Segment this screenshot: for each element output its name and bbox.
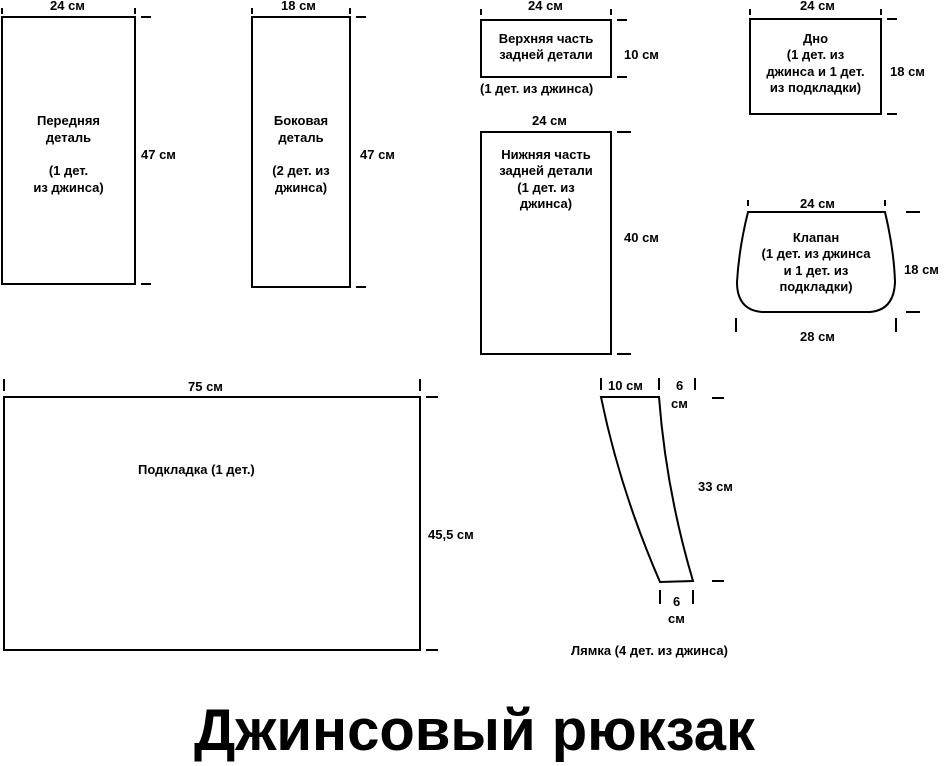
side-piece-outline xyxy=(251,16,351,288)
front-height-label: 47 см xyxy=(141,147,176,162)
strap-top-width2-number: 6 xyxy=(676,378,684,393)
bottom-width-label: 24 см xyxy=(800,0,835,13)
back-top-piece-outline xyxy=(480,19,612,78)
front-note-line2: из джинса) xyxy=(33,180,104,195)
strap-bottom-width-number: 6 xyxy=(673,594,681,609)
back-bottom-note-line2: джинса) xyxy=(519,196,573,211)
front-width-label: 24 см xyxy=(50,0,85,13)
front-note-line1: (1 дет. xyxy=(48,163,89,178)
flap-piece-outline xyxy=(735,211,897,313)
lining-piece-outline xyxy=(3,396,421,651)
side-height-label: 47 см xyxy=(360,147,395,162)
front-name-line1: Передняя xyxy=(36,113,101,128)
back-bottom-note-line1: (1 дет. из xyxy=(517,180,575,195)
page-title: Джинсовый рюкзак xyxy=(193,698,756,763)
bottom-note-line3: из подкладки) xyxy=(769,80,862,95)
bottom-piece-outline xyxy=(749,18,882,115)
back-top-width-label: 24 см xyxy=(528,0,563,13)
back-bottom-piece-outline xyxy=(480,131,612,355)
back-top-note: (1 дет. из джинса) xyxy=(480,81,594,96)
side-note-line1: (2 дет. из xyxy=(272,163,330,178)
side-width-label: 18 см xyxy=(281,0,316,13)
side-note-line2: джинса) xyxy=(274,180,328,195)
bottom-note-line2: джинса и 1 дет. xyxy=(766,64,865,79)
strap-piece-outline xyxy=(599,396,695,584)
back-top-height-label: 10 см xyxy=(624,47,659,62)
flap-height-label: 18 см xyxy=(904,262,939,277)
back-top-name-line2: задней детали xyxy=(499,47,593,62)
strap-top-width-label: 10 см xyxy=(608,378,643,393)
strap-top-width2-unit: см xyxy=(671,396,688,411)
bottom-height-label: 18 см xyxy=(890,64,925,79)
flap-note-line2: и 1 дет. из xyxy=(783,263,849,278)
flap-top-width-label: 24 см xyxy=(800,196,835,211)
strap-length-label: 33 см xyxy=(698,479,733,494)
bottom-name: Дно xyxy=(802,31,829,46)
back-top-name-line1: Верхняя часть xyxy=(498,31,594,46)
strap-name: Лямка (4 дет. из джинса) xyxy=(571,643,728,658)
side-name-line1: Боковая xyxy=(273,113,329,128)
strap-bottom-width-unit: см xyxy=(668,611,685,626)
flap-bottom-width-label: 28 см xyxy=(800,329,835,344)
side-name-line2: деталь xyxy=(278,130,324,145)
flap-note-line3: подкладки) xyxy=(779,279,853,294)
flap-note-line1: (1 дет. из джинса xyxy=(761,246,871,261)
lining-name: Подкладка (1 дет.) xyxy=(138,462,255,477)
back-bottom-name-line1: Нижняя часть xyxy=(501,147,591,162)
back-bottom-height-label: 40 см xyxy=(624,230,659,245)
lining-height-label: 45,5 см xyxy=(428,527,474,542)
back-bottom-width-label: 24 см xyxy=(532,113,567,128)
bottom-note-line1: (1 дет. из xyxy=(786,47,845,62)
lining-width-label: 75 см xyxy=(188,379,223,394)
back-bottom-name-line2: задней детали xyxy=(499,163,593,178)
flap-name: Клапан xyxy=(792,230,840,245)
front-piece-outline xyxy=(1,16,136,285)
front-name-line2: деталь xyxy=(45,130,92,145)
